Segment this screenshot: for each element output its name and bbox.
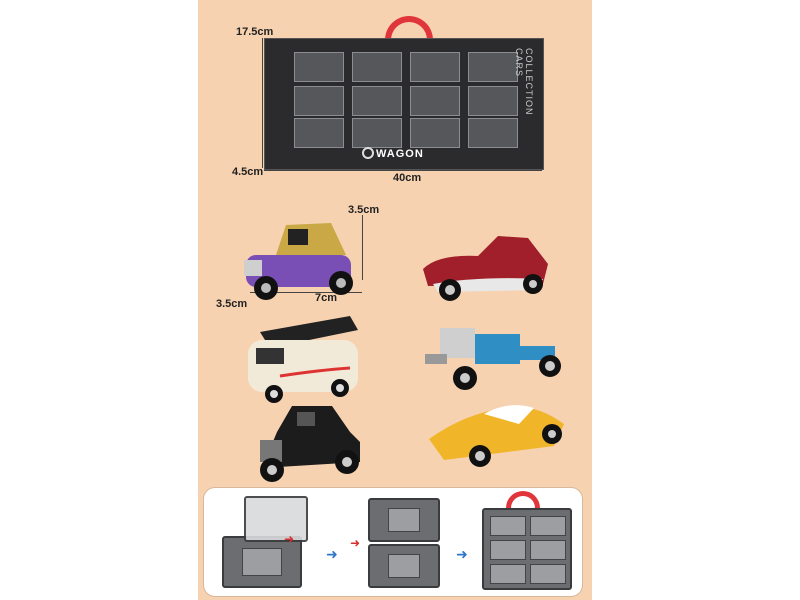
slot [294,118,344,148]
cube-window [530,540,566,560]
slot [468,118,518,148]
brand-logo-icon [362,147,374,159]
brand-logo-text: WAGON [376,148,424,160]
car-depth-label: 3.5cm [216,298,248,310]
cube-window [490,516,526,536]
cube-window [530,564,566,584]
car-height-label: 3.5cm [348,204,380,216]
car-length-label: 7cm [315,292,338,304]
box-depth-label: 4.5cm [232,166,264,178]
slot [294,86,344,116]
featured-car-gold-hot-rod [244,223,353,300]
step1-lid [244,496,308,542]
width-guide-line [264,170,542,171]
cube-window [490,564,526,584]
cube-window [388,508,420,532]
slot [352,52,402,82]
right-arrow-icon: ➜ [326,546,338,562]
slot [410,118,460,148]
box-width-label: 40cm [393,172,422,184]
slot [352,118,402,148]
height-guide-line [262,38,263,168]
step3-handle [506,491,540,511]
cube-window [388,554,420,578]
featured-car-yellow-race-car [429,405,564,467]
cube-window [530,516,566,536]
right-arrow-icon: ➜ [456,546,468,562]
featured-car-blue-hot-rod [425,328,561,390]
cube-window [242,548,282,576]
red-arrow-icon: ➜ [284,532,295,546]
carry-handle [385,16,433,46]
box-height-label: 17.5cm [236,26,274,38]
car-length-guide [250,292,362,293]
slot [352,86,402,116]
featured-car-red-roadster [423,236,548,301]
package-side-text: COLLECTION CARS [514,48,534,116]
slot [468,86,518,116]
slot [468,52,518,82]
slot [410,86,460,116]
step2-bottom-cube [368,544,440,588]
car-height-guide [362,215,363,280]
red-arrow-icon: ➜ [350,536,361,550]
cube-window [490,540,526,560]
featured-car-cream-van [248,316,358,403]
slot [410,52,460,82]
step2-top-cube [368,498,440,542]
slot [294,52,344,82]
featured-car-black-hot-rod [260,406,360,482]
step3-assembled-case [482,508,572,590]
